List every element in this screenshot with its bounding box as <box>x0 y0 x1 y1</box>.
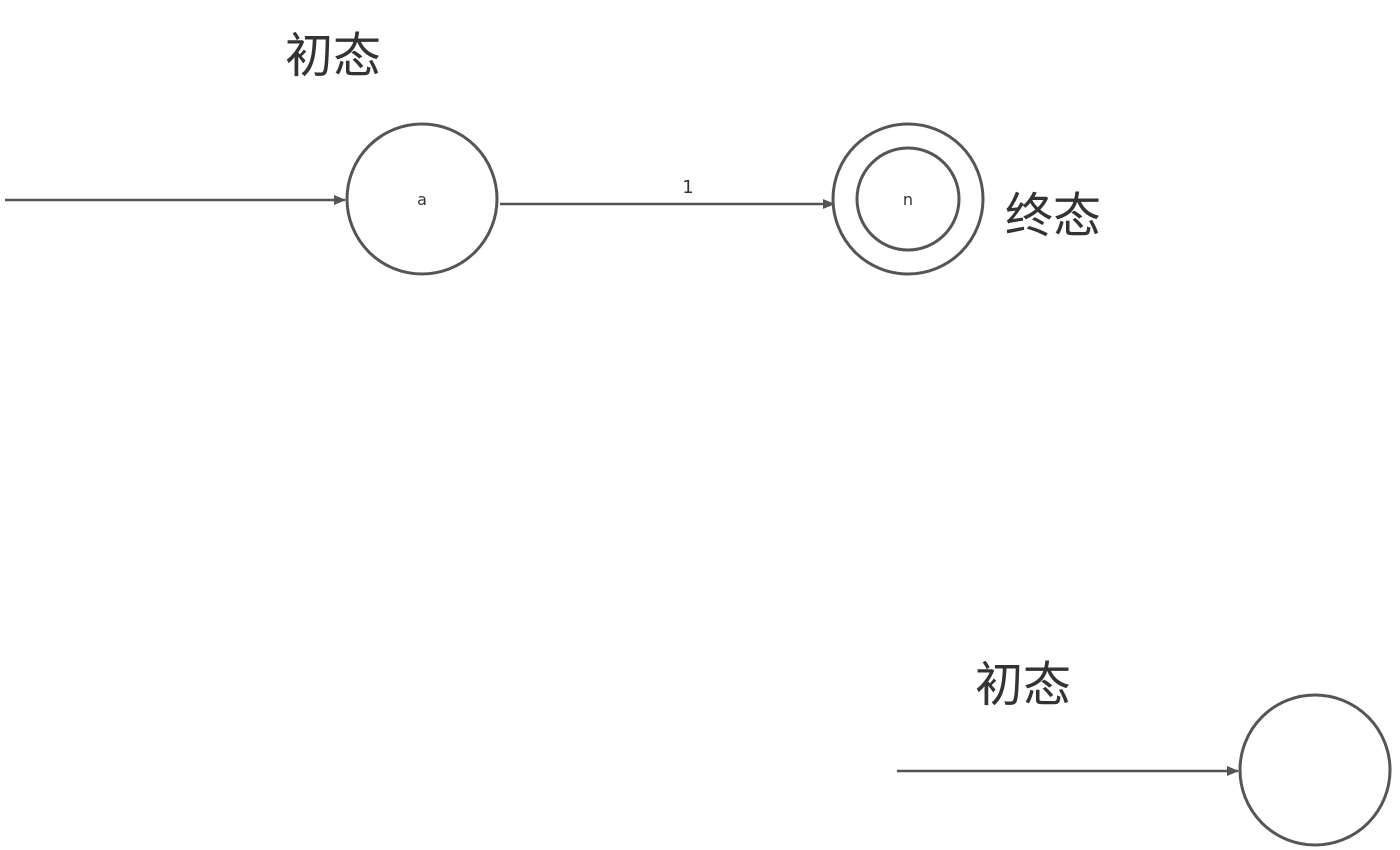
bottom-initial-state-caption: 初态 <box>975 657 1071 713</box>
transition-a-to-n-label: 1 <box>682 177 693 198</box>
bottom-state-circle[interactable] <box>1238 693 1392 847</box>
top-final-state-caption: 终态 <box>1005 188 1101 244</box>
state-n-inner-circle[interactable] <box>855 146 961 252</box>
state-a-circle[interactable] <box>345 122 499 276</box>
state-a-label: a <box>417 190 427 209</box>
top-initial-state-caption: 初态 <box>285 28 381 84</box>
state-n-label: n <box>903 190 913 209</box>
bottom-automaton: 初态 <box>897 657 1392 847</box>
top-automaton: 初态 a 1 n 终态 <box>5 28 1101 276</box>
